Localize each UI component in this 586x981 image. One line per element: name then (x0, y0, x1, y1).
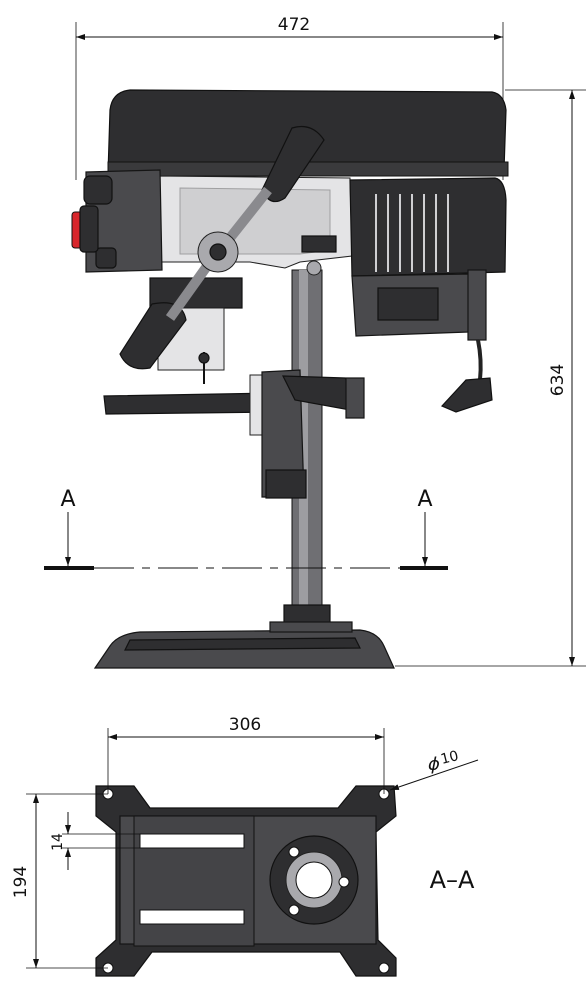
dimension-label-306: 306 (229, 715, 261, 735)
section-marker-left: A (60, 487, 75, 512)
corner-hole (378, 962, 390, 974)
section-marker-right: A (417, 487, 432, 512)
section-cut-line: A A (44, 487, 448, 570)
dimension-base-width-306: 306 (108, 715, 384, 740)
diameter-symbol: ϕ (428, 754, 440, 775)
dimension-base-depth-194: 194 (11, 794, 39, 968)
dimension-label-194: 194 (11, 866, 31, 898)
motor (349, 177, 507, 277)
dimension-label-634: 634 (548, 364, 568, 396)
dimension-slot-14: 14 (50, 812, 71, 870)
slot-upper (139, 833, 245, 849)
feed-handle-lower (119, 302, 187, 370)
slot-lower (139, 909, 245, 925)
dimension-height-634: 634 (548, 90, 575, 666)
section-label: A–A (430, 866, 475, 894)
base-section-view (95, 785, 397, 977)
power-cord (476, 339, 483, 381)
dimension-width-472: 472 (76, 15, 503, 40)
power-plug (440, 377, 493, 413)
drill-press-side-view (71, 22, 586, 669)
dimension-label-10: 10 (439, 748, 460, 768)
dimension-label-472: 472 (278, 15, 310, 35)
dimension-hole-diameter: ϕ 10 (389, 748, 479, 791)
dimension-label-14: 14 (50, 833, 66, 851)
